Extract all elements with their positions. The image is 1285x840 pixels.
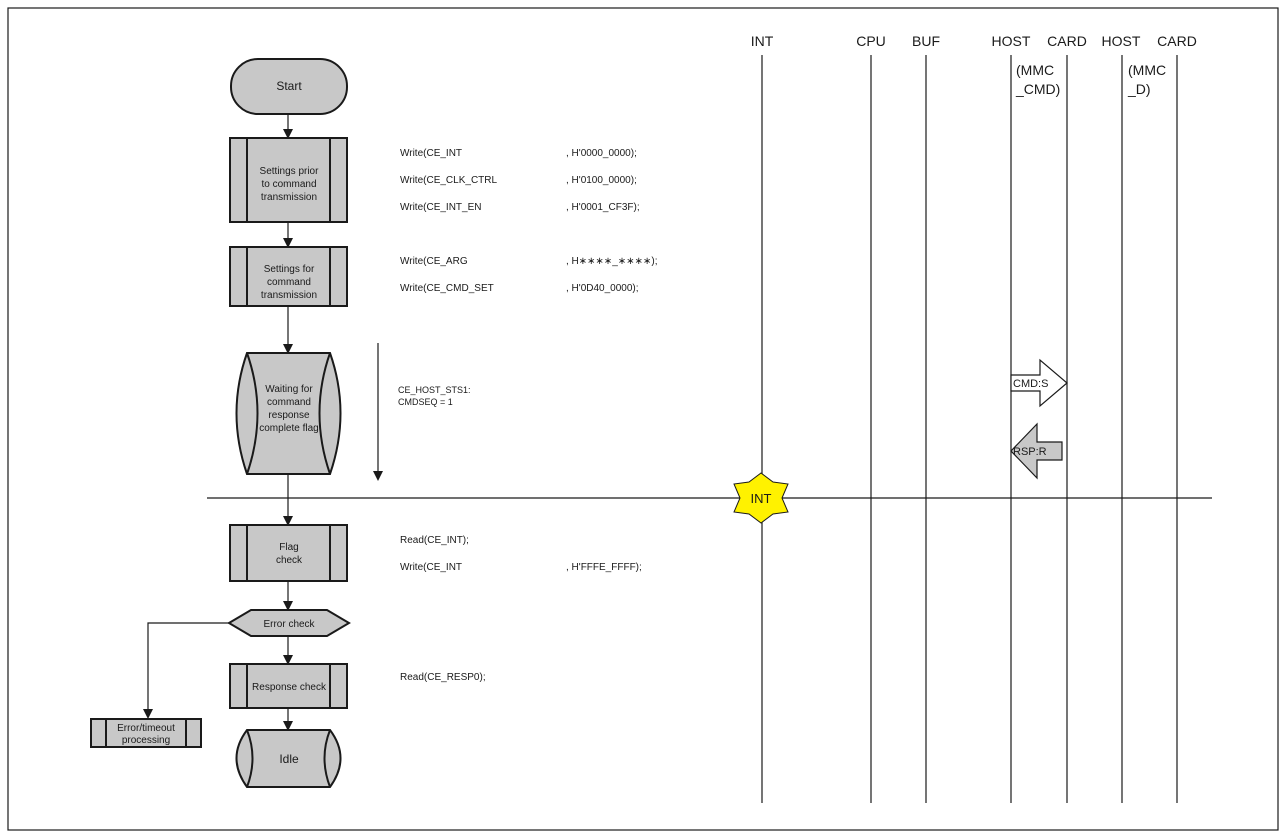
code-write-ce-clk-ctrl-value: , H'0100_0000); — [566, 175, 637, 186]
flow-connectors — [143, 114, 383, 731]
code-wait-status-2: CMDSEQ = 1 — [398, 397, 453, 407]
settings-for-shape — [229, 246, 348, 307]
idle-left-bar — [246, 729, 254, 788]
error-timeout-label-2: processing — [122, 735, 170, 746]
connector-error-to-timeout — [143, 622, 229, 719]
diagram-frame — [7, 7, 1279, 831]
code-clear-ce-int-call: Write(CE_INT — [400, 562, 462, 573]
interrupt-star-label: INT — [751, 491, 772, 506]
error-timeout-label-1: Error/timeout — [117, 723, 175, 734]
error-timeout-shape — [90, 718, 202, 748]
code-read-ce-resp0: Read(CE_RESP0); — [400, 672, 486, 683]
lane-label-card-data: CARD — [1157, 33, 1197, 49]
code-write-ce-arg-value: , H∗∗∗∗_∗∗∗∗); — [566, 256, 657, 267]
interrupt-star: INT — [733, 472, 789, 524]
settings-prior-label-2: to command — [261, 179, 316, 190]
start-label: Start — [276, 79, 302, 93]
code-write-ce-int-call: Write(CE_INT — [400, 148, 462, 159]
error-check-node: Error check — [227, 609, 351, 637]
lane-label-host-cmd: HOST — [992, 33, 1031, 49]
rsp-arrow-label: RSP:R — [1013, 446, 1047, 458]
start-shape — [230, 58, 348, 115]
code-write-ce-arg-call: Write(CE_ARG — [400, 256, 468, 267]
mmc-d-label-line2: _D) — [1127, 81, 1151, 97]
cmd-arrow-shape — [1010, 358, 1068, 408]
flag-check-shape — [229, 524, 348, 582]
code-write-ce-clk-ctrl-call: Write(CE_CLK_CTRL — [400, 175, 497, 186]
swimlane-headers: INT CPU BUF HOST CARD HOST CARD (MMC _CM… — [751, 33, 1197, 97]
rsp-arrow-shape — [1010, 422, 1063, 480]
settings-for-node: Settings for command transmission — [229, 246, 348, 307]
error-timeout-node: Error/timeout processing — [90, 718, 202, 748]
flag-check-node: Flag check — [229, 524, 348, 582]
swimlane-lines — [761, 55, 1178, 803]
mmc-cmd-label-line1: (MMC — [1016, 62, 1054, 78]
code-wait-status-1: CE_HOST_STS1: — [398, 385, 471, 395]
error-check-shape — [227, 609, 351, 637]
code-write-ce-cmd-set-value: , H'0D40_0000); — [566, 283, 639, 294]
settings-prior-label-1: Settings prior — [260, 166, 320, 177]
lane-label-card-cmd: CARD — [1047, 33, 1087, 49]
error-check-label: Error check — [263, 619, 315, 630]
waiting-left-bar — [246, 352, 259, 475]
lane-label-host-data: HOST — [1102, 33, 1141, 49]
waiting-node: Waiting for command response complete fl… — [235, 352, 342, 475]
idle-label: Idle — [279, 752, 299, 766]
code-write-ce-cmd-set-call: Write(CE_CMD_SET — [400, 283, 494, 294]
code-read-ce-int: Read(CE_INT); — [400, 535, 469, 546]
waiting-label-3: response — [268, 410, 310, 421]
code-write-ce-int-value: , H'0000_0000); — [566, 148, 637, 159]
code-write-ce-int-en-value: , H'0001_CF3F); — [566, 202, 640, 213]
cmd-signal-arrow: CMD:S — [1010, 358, 1068, 408]
response-check-shape — [229, 663, 348, 709]
settings-for-label-3: transmission — [261, 290, 317, 301]
settings-prior-shape — [229, 137, 348, 223]
response-check-label: Response check — [252, 682, 327, 693]
start-node: Start — [230, 58, 348, 115]
lane-label-cpu: CPU — [856, 33, 886, 49]
settings-for-label-1: Settings for — [264, 264, 315, 275]
settings-prior-node: Settings prior to command transmission — [229, 137, 348, 223]
response-check-node: Response check — [229, 663, 348, 709]
lane-label-int: INT — [751, 33, 774, 49]
lane-label-buf: BUF — [912, 33, 940, 49]
rsp-signal-arrow: RSP:R — [1010, 422, 1063, 480]
settings-for-label-2: command — [267, 277, 311, 288]
waiting-right-bar — [318, 352, 331, 475]
mmc-cmd-label-line2: _CMD) — [1015, 81, 1060, 97]
waiting-label-4: complete flag — [259, 423, 318, 434]
code-clear-ce-int-value: , H'FFFE_FFFF); — [566, 562, 642, 573]
waiting-label-2: command — [267, 397, 311, 408]
flag-check-label-1: Flag — [279, 542, 298, 553]
register-code-text: Write(CE_INT , H'0000_0000); Write(CE_CL… — [398, 148, 657, 683]
settings-prior-label-3: transmission — [261, 192, 317, 203]
interrupt-star-shape — [733, 472, 789, 524]
mmc-d-label-line1: (MMC — [1128, 62, 1166, 78]
idle-node: Idle — [235, 729, 342, 788]
code-write-ce-int-en-call: Write(CE_INT_EN — [400, 202, 482, 213]
cmd-arrow-label: CMD:S — [1013, 378, 1048, 390]
flag-check-label-2: check — [276, 555, 303, 566]
waiting-label-1: Waiting for — [265, 384, 313, 395]
idle-right-bar — [323, 729, 331, 788]
